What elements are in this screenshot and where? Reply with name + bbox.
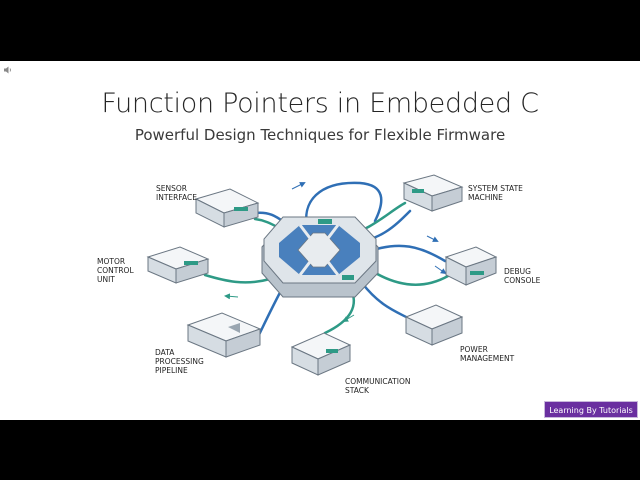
label-motor-control-unit: MOTOR CONTROL UNIT [97,257,134,284]
module-debug-console [444,246,498,286]
cable-debug-2 [370,269,450,286]
channel-badge[interactable]: Learning By Tutorials [544,401,638,418]
cable-motor [203,273,272,284]
slide-subtitle: Powerful Design Techniques for Flexible … [134,126,506,144]
cable-top-loop [305,181,383,233]
module-system-state-machine [402,174,464,212]
label-data-processing-pipeline: DATA PROCESSING PIPELINE [155,348,204,375]
cable-debug [368,244,447,263]
label-sensor-interface: SENSOR INTERFACE [156,184,197,202]
speaker-icon[interactable] [3,65,13,75]
label-power-management: POWER MANAGEMENT [460,345,515,363]
label-communication-stack: COMMUNICATION STACK [345,377,411,395]
module-data-processing-pipeline [186,312,262,358]
slide-title: Function Pointers in Embedded C [101,88,539,119]
module-sensor-interface [194,188,260,228]
module-motor-control-unit [146,246,210,284]
cable-power [360,281,412,321]
module-communication-stack [290,332,352,376]
flow-arrows [224,182,447,323]
slide: Function Pointers in Embedded C Powerful… [0,61,640,420]
module-power-management [404,304,464,346]
architecture-diagram [146,174,498,376]
label-system-state-machine: SYSTEM STATE MACHINE [468,184,523,202]
central-hub [261,216,379,298]
label-debug-console: DEBUG CONSOLE [504,267,541,285]
